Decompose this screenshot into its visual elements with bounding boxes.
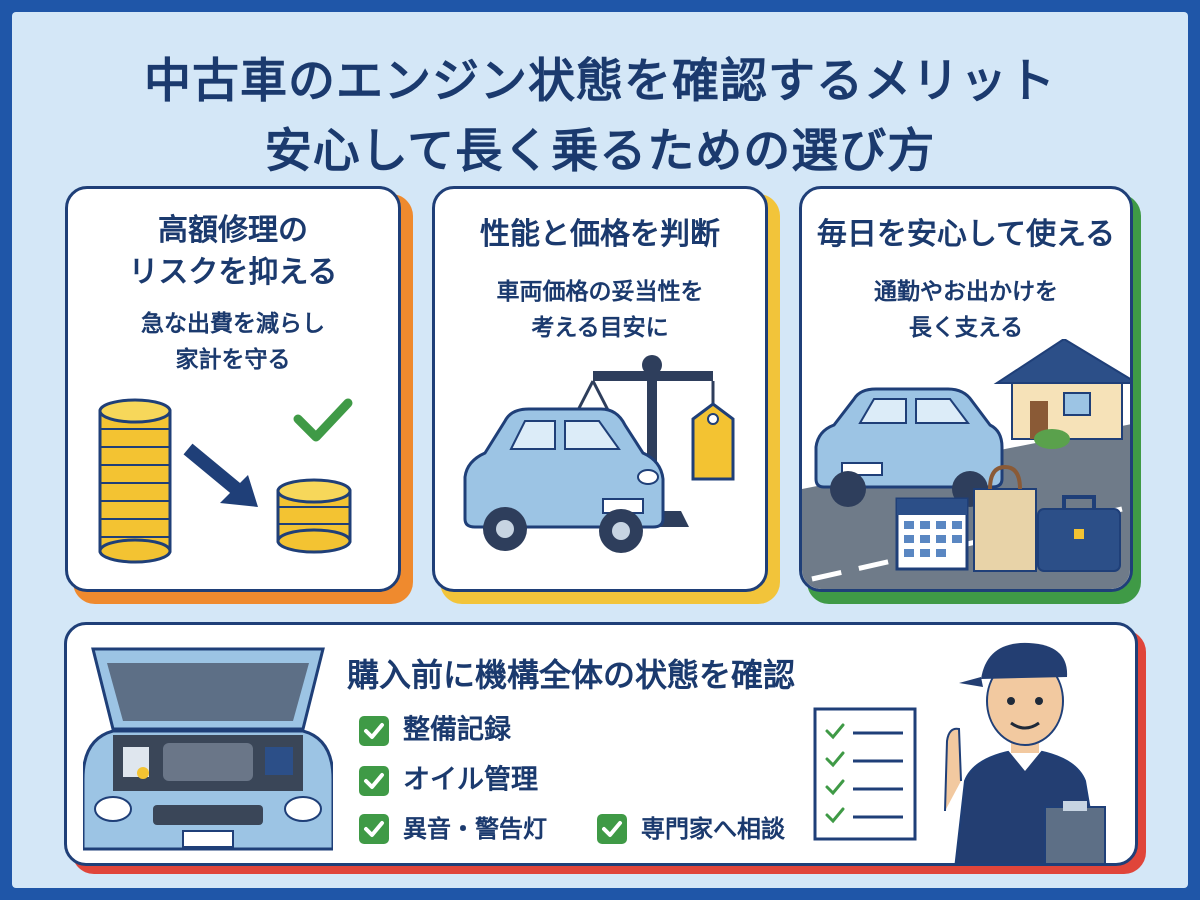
card-subtitle: 家計を守る xyxy=(175,347,291,373)
checklist-item: 専門家へ相談 xyxy=(597,811,785,846)
card-subtitle: 車両価格の妥当性を xyxy=(496,279,704,305)
scale-car-illustration xyxy=(463,355,735,553)
shopping-bag-icon xyxy=(973,464,1037,572)
card-inspection: 購入前に機構全体の状態を確認 整備記録 オイル管理 異音・警告灯 専門家へ相談 xyxy=(64,622,1138,866)
card-title: 毎日を安心して使える xyxy=(816,217,1116,252)
checklist-item: オイル管理 xyxy=(359,763,538,798)
card-performance-price: 性能と価格を判断 車両価格の妥当性を 考える目安に xyxy=(432,186,768,592)
clipboard-checklist-illustration xyxy=(813,707,917,841)
calendar-icon xyxy=(895,497,969,571)
briefcase-icon xyxy=(1037,495,1121,572)
card-title: 性能と価格を判断 xyxy=(480,217,720,252)
card-title: 高額修理の xyxy=(158,213,308,248)
checklist-item: 整備記録 xyxy=(359,713,511,748)
checklist-item: 異音・警告灯 xyxy=(359,811,547,846)
check-icon xyxy=(359,715,389,746)
coin-stack-tall-icon xyxy=(98,398,172,564)
main-title-line2: 安心して長く乗るための選び方 xyxy=(264,124,936,179)
card-subtitle: 通勤やお出かけを xyxy=(874,279,1058,305)
check-icon xyxy=(359,765,389,796)
car-icon xyxy=(463,407,665,553)
coins-decrease-illustration xyxy=(98,398,353,564)
car-icon xyxy=(814,387,1004,507)
car-engine-icon xyxy=(83,647,333,851)
card-subtitle: 長く支える xyxy=(908,315,1024,341)
open-hood-car-illustration xyxy=(83,647,333,851)
price-tag-icon xyxy=(691,402,735,481)
main-title-line1: 中古車のエンジン状態を確認するメリット xyxy=(144,54,1056,109)
card-daily-use: 毎日を安心して使える 通勤やお出かけを 長く支える xyxy=(799,186,1133,592)
card-title: リスクを抑える xyxy=(128,255,338,290)
card-repair-risk: 高額修理の リスクを抑える 急な出費を減らし 家計を守る xyxy=(65,186,401,592)
mechanic-icon xyxy=(944,642,1106,863)
card-subtitle: 急な出費を減らし xyxy=(141,311,325,337)
coin-stack-small-icon xyxy=(276,478,352,554)
check-icon xyxy=(359,814,389,844)
mechanic-illustration xyxy=(944,642,1106,863)
checkmark-icon xyxy=(293,398,353,442)
commute-illustration xyxy=(802,339,1130,589)
house-icon xyxy=(993,339,1130,449)
check-icon xyxy=(597,814,627,844)
down-arrow-icon xyxy=(183,443,258,507)
inspection-title: 購入前に機構全体の状態を確認 xyxy=(347,656,796,694)
card-subtitle: 考える目安に xyxy=(531,315,669,341)
